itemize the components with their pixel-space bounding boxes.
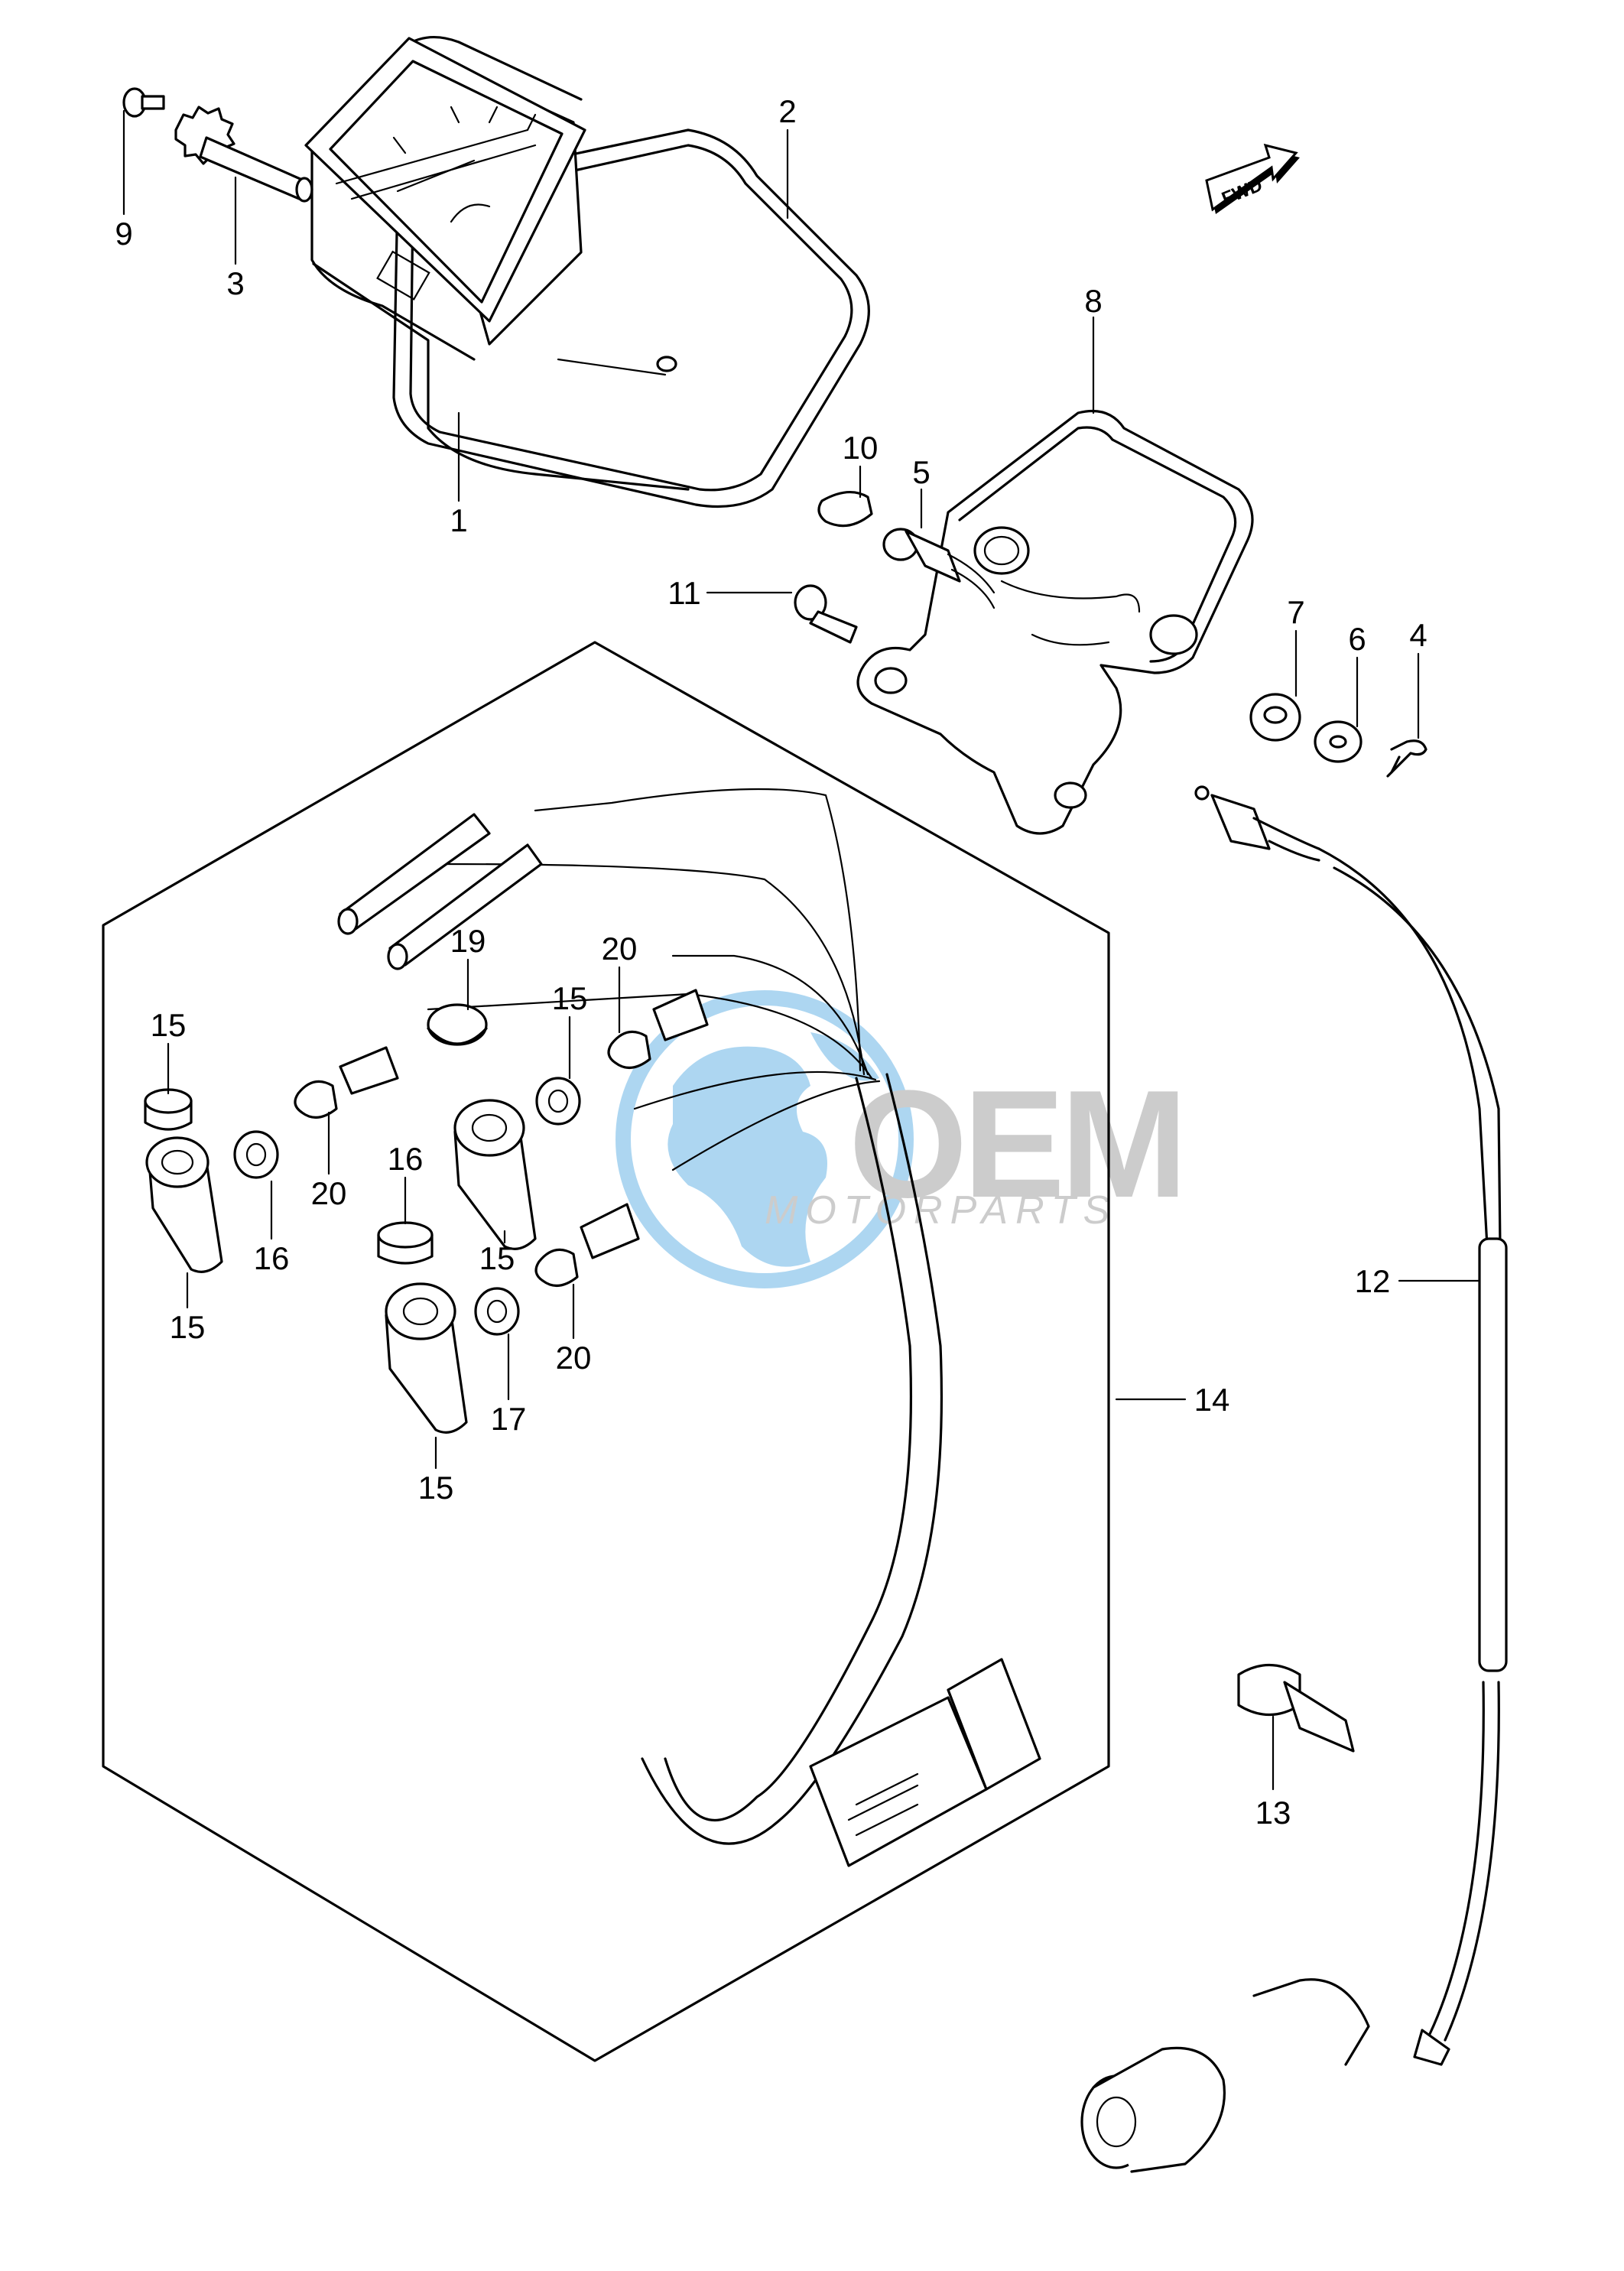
part-3-drive-gear [174, 106, 313, 203]
watermark-brand: OEM [849, 1059, 1184, 1230]
part-20-bulb-a [294, 1046, 399, 1119]
callout-12: 12 [1355, 1263, 1391, 1299]
callout-16-top: 15 [552, 980, 588, 1016]
leader-lines [122, 109, 1481, 1791]
part-11-bolt [794, 584, 858, 644]
callout-1: 1 [450, 502, 467, 538]
part-16-grommet-b [535, 1077, 581, 1126]
part-8-meter-bracket [856, 409, 1254, 835]
callout-8: 8 [1084, 283, 1102, 319]
callout-16-left: 16 [254, 1240, 290, 1276]
part-15-lamp-holder-b [453, 1099, 537, 1250]
part-18-indicator-cap [377, 1221, 434, 1265]
part-12-speedometer-cable [1080, 785, 1508, 2173]
callout-14: 14 [1194, 1382, 1230, 1418]
part-17-indicator-cap [144, 1088, 193, 1131]
part-14-wiring-harness [102, 641, 1110, 2062]
part-15-lamp-holder-a [145, 1136, 223, 1273]
callout-13: 13 [1255, 1795, 1291, 1831]
part-6-washer [1314, 720, 1363, 763]
callout-17: 15 [151, 1007, 187, 1043]
callout-20-bottom: 20 [556, 1340, 592, 1376]
callout-15-mid: 15 [479, 1240, 515, 1276]
part-16-grommet-a [233, 1130, 279, 1179]
part-4-clip [1386, 739, 1427, 778]
part-20-bulb-b [607, 989, 709, 1069]
forward-arrow-icon: FWD [1205, 143, 1300, 214]
callout-11: 11 [667, 575, 701, 611]
callout-5: 5 [912, 454, 930, 490]
callout-18: 16 [388, 1141, 424, 1177]
part-20-bulb-c [534, 1203, 640, 1287]
callout-4: 4 [1409, 617, 1427, 653]
callout-19: 19 [450, 923, 486, 959]
callout-20-left: 20 [311, 1175, 347, 1211]
callout-15-bottom: 15 [418, 1470, 454, 1506]
watermark: OEM MOTORPARTS [615, 990, 1188, 1288]
callout-3: 3 [226, 265, 244, 301]
callout-16-bottom: 17 [491, 1401, 527, 1437]
callout-15-left: 15 [170, 1309, 206, 1345]
callout-labels: 9 3 1 2 8 10 5 11 7 6 4 12 14 13 15 19 2… [115, 93, 1427, 1831]
part-19-indicator-cap [427, 1003, 488, 1046]
part-7-grommet [1249, 693, 1301, 742]
watermark-tagline: MOTORPARTS [765, 1188, 1117, 1233]
callout-7: 7 [1287, 594, 1304, 630]
callout-6: 6 [1348, 621, 1366, 657]
part-15-lamp-holder-c [385, 1282, 468, 1434]
part-13-cable-clamp [1237, 1663, 1355, 1753]
part-1-2-speedometer-case [304, 35, 870, 508]
part-16-grommet-c [474, 1287, 520, 1336]
part-10-bulb [817, 490, 873, 528]
callout-2: 2 [778, 93, 796, 129]
callout-9: 9 [115, 216, 132, 252]
part-9-screw [122, 87, 165, 118]
callout-20-top: 20 [602, 931, 638, 967]
globe-icon [615, 990, 914, 1288]
callout-10: 10 [843, 430, 879, 466]
part-5-socket [882, 528, 996, 609]
